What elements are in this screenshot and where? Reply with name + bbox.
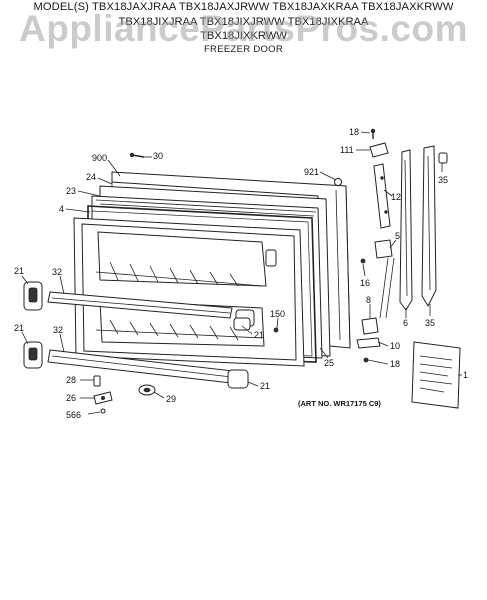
part-5-hinge-bracket [374, 239, 395, 319]
model-list-line-2: TBX18JIXJRAA TBX18JIXJRWW TBX18JIXKRAA [118, 16, 369, 28]
art-reference-number: (ART NO. WR17175 C9) [298, 399, 381, 408]
part-111-hinge-top [369, 142, 389, 158]
callout-35-handle: 35 [425, 318, 435, 328]
callout-32-lower: 32 [53, 325, 63, 335]
watermark: AppliancePartsPros.com [19, 8, 468, 49]
callout-25: 25 [324, 358, 334, 368]
shelf-end-cap-left-lower [23, 341, 43, 369]
part-16-screw [360, 258, 366, 264]
callout-35-cap: 35 [438, 175, 448, 185]
model-list-line-3: TBX18JIXKRWW [200, 30, 287, 42]
part-1-literature [411, 341, 461, 409]
part-921-plug [334, 178, 342, 186]
callout-21-upper-left: 21 [14, 266, 24, 276]
part-30-screw [129, 152, 145, 158]
part-150-screw [273, 327, 279, 333]
callout-4: 4 [59, 204, 64, 214]
model-list-line-1: MODEL(S) TBX18JAXJRAA TBX18JAXJRWW TBX18… [33, 1, 454, 13]
callout-8: 8 [366, 295, 371, 305]
callout-18-bottom: 18 [390, 359, 400, 369]
callout-921: 921 [304, 167, 319, 177]
part-35-handle-cap [438, 152, 448, 164]
section-title: FREEZER DOOR [203, 44, 284, 55]
callout-23: 23 [66, 186, 76, 196]
callout-111: 111 [340, 145, 354, 155]
callout-21-lower-left: 21 [14, 323, 24, 333]
callout-566: 566 [66, 410, 81, 420]
callout-21-bottom-right: 21 [260, 381, 270, 391]
part-18-screw-top [370, 128, 376, 139]
leader-lines [21, 131, 462, 415]
shelf-end-cap-left-upper [23, 281, 43, 311]
part-18-screw-bottom [363, 357, 369, 363]
callout-900: 900 [92, 153, 107, 163]
part-8-bracket [361, 317, 379, 335]
callout-18-top: 18 [349, 127, 359, 137]
callout-1: 1 [463, 370, 468, 380]
callout-16: 16 [360, 278, 370, 288]
part-10-bottom-hinge [356, 337, 381, 349]
part-566-screw [100, 408, 106, 414]
callout-150: 150 [270, 309, 285, 319]
callout-21-mid: 21 [254, 330, 264, 340]
callout-6: 6 [403, 318, 408, 328]
callout-30: 30 [153, 151, 163, 161]
part-35-handle-long [421, 145, 437, 308]
callout-26: 26 [66, 393, 76, 403]
callout-5: 5 [395, 231, 400, 241]
callout-10: 10 [390, 341, 400, 351]
callout-28: 28 [66, 375, 76, 385]
callout-29: 29 [166, 394, 176, 404]
door-shelf-upper [47, 291, 233, 319]
callout-12: 12 [391, 192, 401, 202]
part-12-handle-trim [373, 163, 391, 229]
part-29-plug [138, 384, 156, 396]
shelf-end-cap-right-lower [227, 369, 249, 389]
callout-24: 24 [86, 172, 96, 182]
shelf-end-cap-right-upper [233, 317, 251, 331]
callout-32-upper: 32 [52, 267, 62, 277]
part-6-handle [399, 149, 413, 311]
part-28 [93, 375, 101, 387]
door-liner [73, 217, 305, 367]
part-26-hinge-plate [93, 391, 113, 405]
